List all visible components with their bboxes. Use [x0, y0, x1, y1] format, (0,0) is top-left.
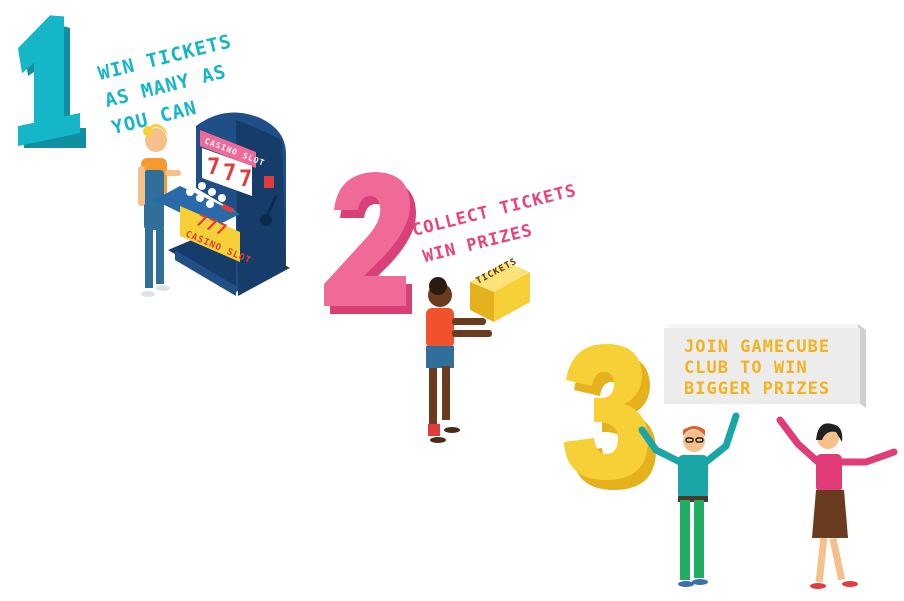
step-1-number	[18, 15, 86, 148]
sign-line-1: JOIN GAMECUBE	[684, 337, 830, 357]
sign-line-2: CLUB TO WIN	[684, 358, 808, 378]
step-3: JOIN GAMECUBE CLUB TO WIN BIGGER PRIZES	[564, 324, 898, 589]
step-3-number	[564, 344, 656, 490]
slot-reel-3: 7	[239, 167, 253, 192]
slot-reel-1: 7	[207, 155, 221, 180]
slot-reel-2: 7	[223, 161, 237, 186]
sign-board: JOIN GAMECUBE CLUB TO WIN BIGGER PRIZES	[664, 324, 866, 408]
ticket-box: TICKETS	[470, 257, 530, 322]
step-1: WIN TICKETS AS MANY AS YOU CAN CASINO	[18, 15, 290, 297]
step-2: COLLECT TICKETS WIN PRIZES TICKETS	[324, 172, 579, 443]
slot-machine: CASINO SLOT 7 7 7 777 CASINO SLOT	[154, 112, 290, 296]
step-2-caption: COLLECT TICKETS WIN PRIZES	[410, 181, 578, 267]
girl-figure	[138, 124, 181, 297]
sign-line-3: BIGGER PRIZES	[684, 379, 830, 399]
step-2-number	[324, 172, 416, 314]
man-figure	[638, 412, 740, 587]
woman-figure	[776, 416, 898, 589]
boy-figure	[426, 277, 492, 443]
